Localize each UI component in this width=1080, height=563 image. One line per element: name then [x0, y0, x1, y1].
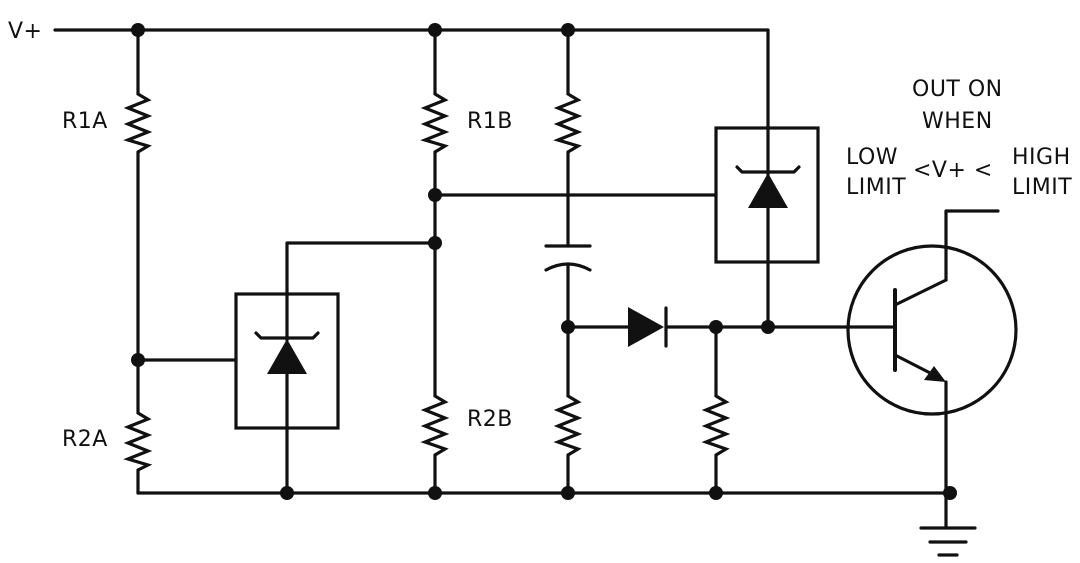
resistor-r2a: [123, 408, 153, 472]
r2b-label: R2B: [467, 407, 513, 432]
condition-label: <V+ <: [913, 158, 993, 183]
labels: V+ R1A R2A R1B R2B OUT ON WHEN LOW LIMIT…: [8, 19, 1072, 452]
resistor-cap-lower: [553, 390, 583, 457]
resistor-r1a: [123, 88, 153, 154]
low-label: LOW: [846, 145, 898, 170]
limit-left-label: LIMIT: [846, 175, 906, 200]
left-regulator-triangle: [267, 339, 307, 374]
capacitor: [544, 244, 592, 272]
r1a-label: R1A: [62, 109, 108, 134]
junction-dot: [561, 23, 575, 37]
junction-dot: [131, 353, 145, 367]
junction-dot: [761, 320, 775, 334]
middle-node-to-left-regulator: [285, 241, 437, 296]
resistor-r2b: [420, 390, 450, 457]
junction-dot: [561, 486, 575, 500]
junction-dot: [280, 486, 294, 500]
wires: [53, 28, 1000, 530]
transistor-emitter: [893, 353, 938, 378]
diode: [628, 306, 668, 348]
right-regulator: [714, 126, 820, 264]
emitter-arrow: [924, 366, 946, 382]
left-regulator: [234, 292, 340, 430]
resistor-r1b: [420, 88, 450, 154]
junction-dot: [428, 486, 442, 500]
junction-dot: [709, 486, 723, 500]
limit-right-label: LIMIT: [1012, 175, 1072, 200]
right-regulator-triangle: [748, 173, 788, 208]
vplus-rail: [53, 28, 770, 130]
resistors: [123, 88, 731, 472]
left-regulator-bar: [254, 331, 320, 340]
junction-dot: [943, 486, 957, 500]
when-label: WHEN: [922, 109, 993, 134]
junction-dot: [709, 320, 723, 334]
junction-dot: [428, 236, 442, 250]
junction-dot: [131, 23, 145, 37]
transistor-collector: [893, 278, 948, 307]
collector-lead: [944, 209, 1000, 282]
junctions: [131, 23, 957, 500]
vplus-label: V+: [8, 19, 42, 44]
ground-symbol: [919, 526, 977, 557]
out-on-label: OUT ON: [912, 77, 1003, 102]
r1b-label: R1B: [467, 109, 513, 134]
r2a-label: R2A: [62, 427, 108, 452]
junction-dot: [428, 188, 442, 202]
capacitor-plate-bottom: [544, 262, 592, 272]
high-label: HIGH: [1012, 145, 1071, 170]
transistor-envelope: [846, 244, 1018, 416]
junction-dot: [561, 320, 575, 334]
resistor-pulldown: [701, 390, 731, 457]
npn-transistor: [846, 244, 1018, 416]
junction-dot: [428, 23, 442, 37]
resistor-cap-upper: [553, 88, 583, 154]
right-regulator-bar: [735, 165, 801, 174]
diode-triangle: [628, 307, 664, 347]
